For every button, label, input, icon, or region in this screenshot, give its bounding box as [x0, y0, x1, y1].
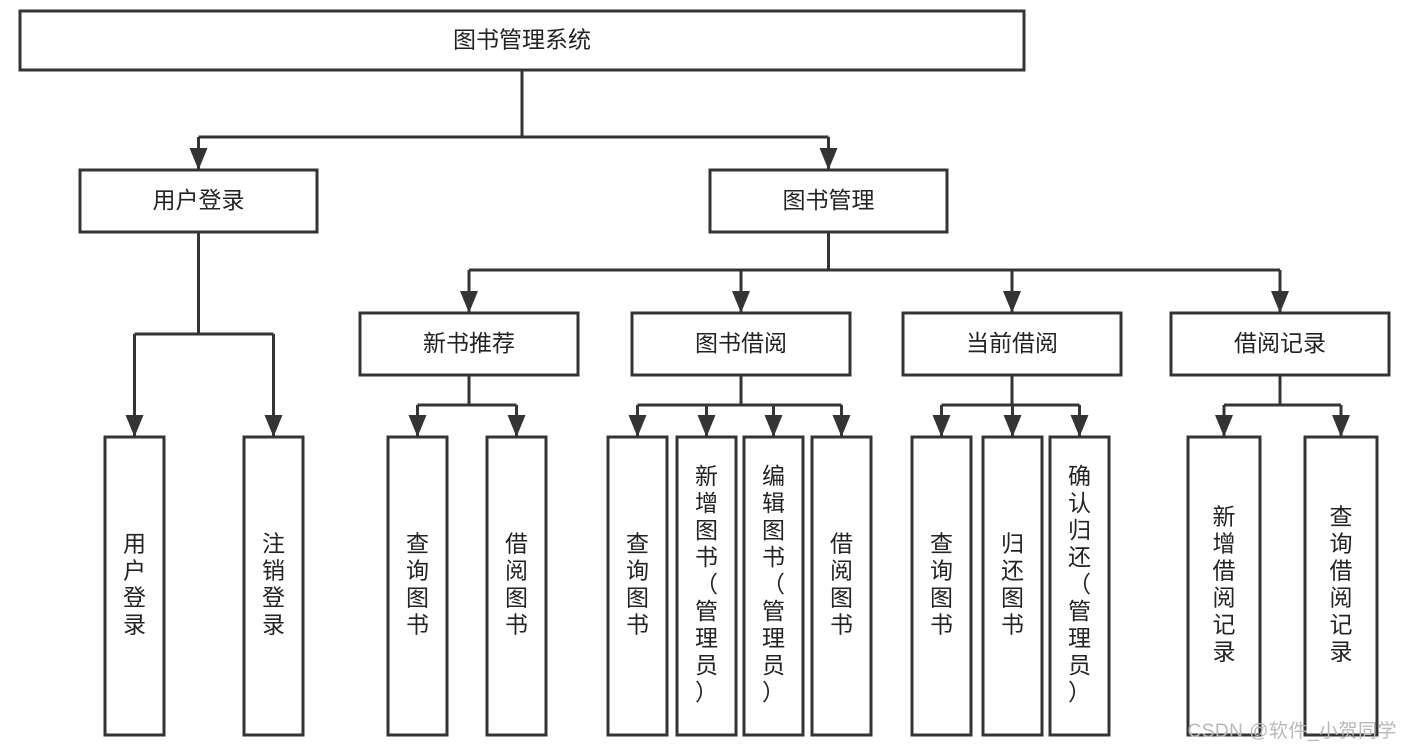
leaf-node-12[interactable]: 查询借阅记录	[1303, 435, 1379, 737]
leaf-node-5-box[interactable]	[675, 435, 738, 737]
level3-node-3-box[interactable]	[1169, 311, 1391, 377]
level3-node-2-box[interactable]	[901, 311, 1123, 377]
leaf-node-7-label: 借阅图书	[830, 531, 853, 638]
leaf-node-0-box[interactable]	[103, 435, 166, 737]
level2-node-1-box[interactable]	[708, 168, 949, 234]
leaf-node-11-label: 新增借阅记录	[1213, 504, 1236, 665]
level3-node-0-box[interactable]	[358, 311, 580, 377]
level3-node-1[interactable]: 图书借阅	[630, 311, 852, 377]
leaf-node-11[interactable]: 新增借阅记录	[1186, 435, 1262, 737]
leaf-node-9[interactable]: 归还图书	[981, 435, 1044, 737]
node-boxes: 图书管理系统用户登录图书管理新书推荐图书借阅当前借阅借阅记录用户登录注销登录查询…	[18, 9, 1391, 737]
level2-node-0[interactable]: 用户登录	[78, 168, 319, 234]
book-mgmt-arrow-3	[1271, 291, 1289, 313]
l3-1-arrow-2	[764, 415, 783, 437]
leaf-node-8-box[interactable]	[910, 435, 973, 737]
leaf-node-8-label: 查询图书	[930, 531, 953, 638]
level2-node-1-label: 图书管理	[783, 187, 875, 213]
root-node-book-management-system-box[interactable]	[18, 9, 1026, 72]
leaf-node-9-box[interactable]	[981, 435, 1044, 737]
level3-node-0[interactable]: 新书推荐	[358, 311, 580, 377]
l3-3-arrow-1	[1332, 415, 1350, 437]
leaf-node-9-label: 归还图书	[1001, 531, 1024, 638]
level3-node-2[interactable]: 当前借阅	[901, 311, 1123, 377]
leaf-node-3-label: 借阅图书	[505, 531, 528, 638]
level3-node-0-label: 新书推荐	[423, 330, 515, 356]
l3-0-arrow-1	[507, 415, 526, 437]
l3-2-arrow-0	[932, 415, 951, 437]
leaf-node-5[interactable]: 新增图书（管理员）	[675, 435, 738, 737]
level3-node-1-label: 图书借阅	[695, 330, 787, 356]
l3-0-arrow-0	[408, 415, 427, 437]
leaf-node-3-box[interactable]	[485, 435, 548, 737]
leaf-node-11-box[interactable]	[1186, 435, 1262, 737]
leaf-node-0[interactable]: 用户登录	[103, 435, 166, 737]
book-mgmt-arrow-1	[732, 291, 750, 313]
leaf-node-1-box[interactable]	[242, 435, 305, 737]
book-mgmt-arrow-2	[1003, 291, 1021, 313]
root-arrow-0	[189, 148, 208, 170]
root-node-book-management-system[interactable]: 图书管理系统	[18, 9, 1026, 72]
leaf-node-5-label: 新增图书（管理员）	[695, 463, 718, 705]
leaf-node-7[interactable]: 借阅图书	[810, 435, 873, 737]
level2-node-0-box[interactable]	[78, 168, 319, 234]
level3-node-3[interactable]: 借阅记录	[1169, 311, 1391, 377]
user-login-arrow-1	[264, 415, 283, 437]
l3-2-arrow-2	[1070, 415, 1089, 437]
level3-node-1-box[interactable]	[630, 311, 852, 377]
leaf-node-12-label: 查询借阅记录	[1330, 504, 1353, 665]
level2-node-0-label: 用户登录	[153, 187, 245, 213]
leaf-node-4-box[interactable]	[606, 435, 669, 737]
connector-lines	[125, 70, 1350, 437]
leaf-node-4[interactable]: 查询图书	[606, 435, 669, 737]
l3-1-arrow-1	[697, 415, 716, 437]
leaf-node-6-box[interactable]	[742, 435, 805, 737]
level3-node-3-label: 借阅记录	[1234, 330, 1326, 356]
leaf-node-2-label: 查询图书	[406, 531, 429, 638]
watermark-label: CSDN @软件_小贺同学	[1187, 721, 1397, 742]
leaf-node-10-box[interactable]	[1048, 435, 1111, 737]
leaf-node-2-box[interactable]	[386, 435, 449, 737]
level2-node-1[interactable]: 图书管理	[708, 168, 949, 234]
root-arrow-1	[819, 148, 838, 170]
leaf-node-6[interactable]: 编辑图书（管理员）	[742, 435, 805, 737]
leaf-node-4-label: 查询图书	[626, 531, 649, 638]
l3-1-arrow-3	[832, 415, 851, 437]
root-node-book-management-system-label: 图书管理系统	[453, 27, 591, 53]
l3-2-arrow-1	[1003, 415, 1022, 437]
leaf-node-10-label: 确认归还（管理员）	[1068, 463, 1091, 705]
leaf-node-10[interactable]: 确认归还（管理员）	[1048, 435, 1111, 737]
l3-3-arrow-0	[1215, 415, 1233, 437]
leaf-node-3[interactable]: 借阅图书	[485, 435, 548, 737]
leaf-node-2[interactable]: 查询图书	[386, 435, 449, 737]
leaf-node-8[interactable]: 查询图书	[910, 435, 973, 737]
leaf-node-12-box[interactable]	[1303, 435, 1379, 737]
user-login-arrow-0	[125, 415, 144, 437]
leaf-node-1[interactable]: 注销登录	[242, 435, 305, 737]
l3-1-arrow-0	[628, 415, 647, 437]
book-mgmt-arrow-0	[460, 291, 478, 313]
leaf-node-1-label: 注销登录	[262, 531, 285, 638]
level3-node-2-label: 当前借阅	[966, 330, 1058, 356]
leaf-node-6-label: 编辑图书（管理员）	[762, 463, 785, 705]
leaf-node-7-box[interactable]	[810, 435, 873, 737]
leaf-node-0-label: 用户登录	[123, 531, 146, 638]
